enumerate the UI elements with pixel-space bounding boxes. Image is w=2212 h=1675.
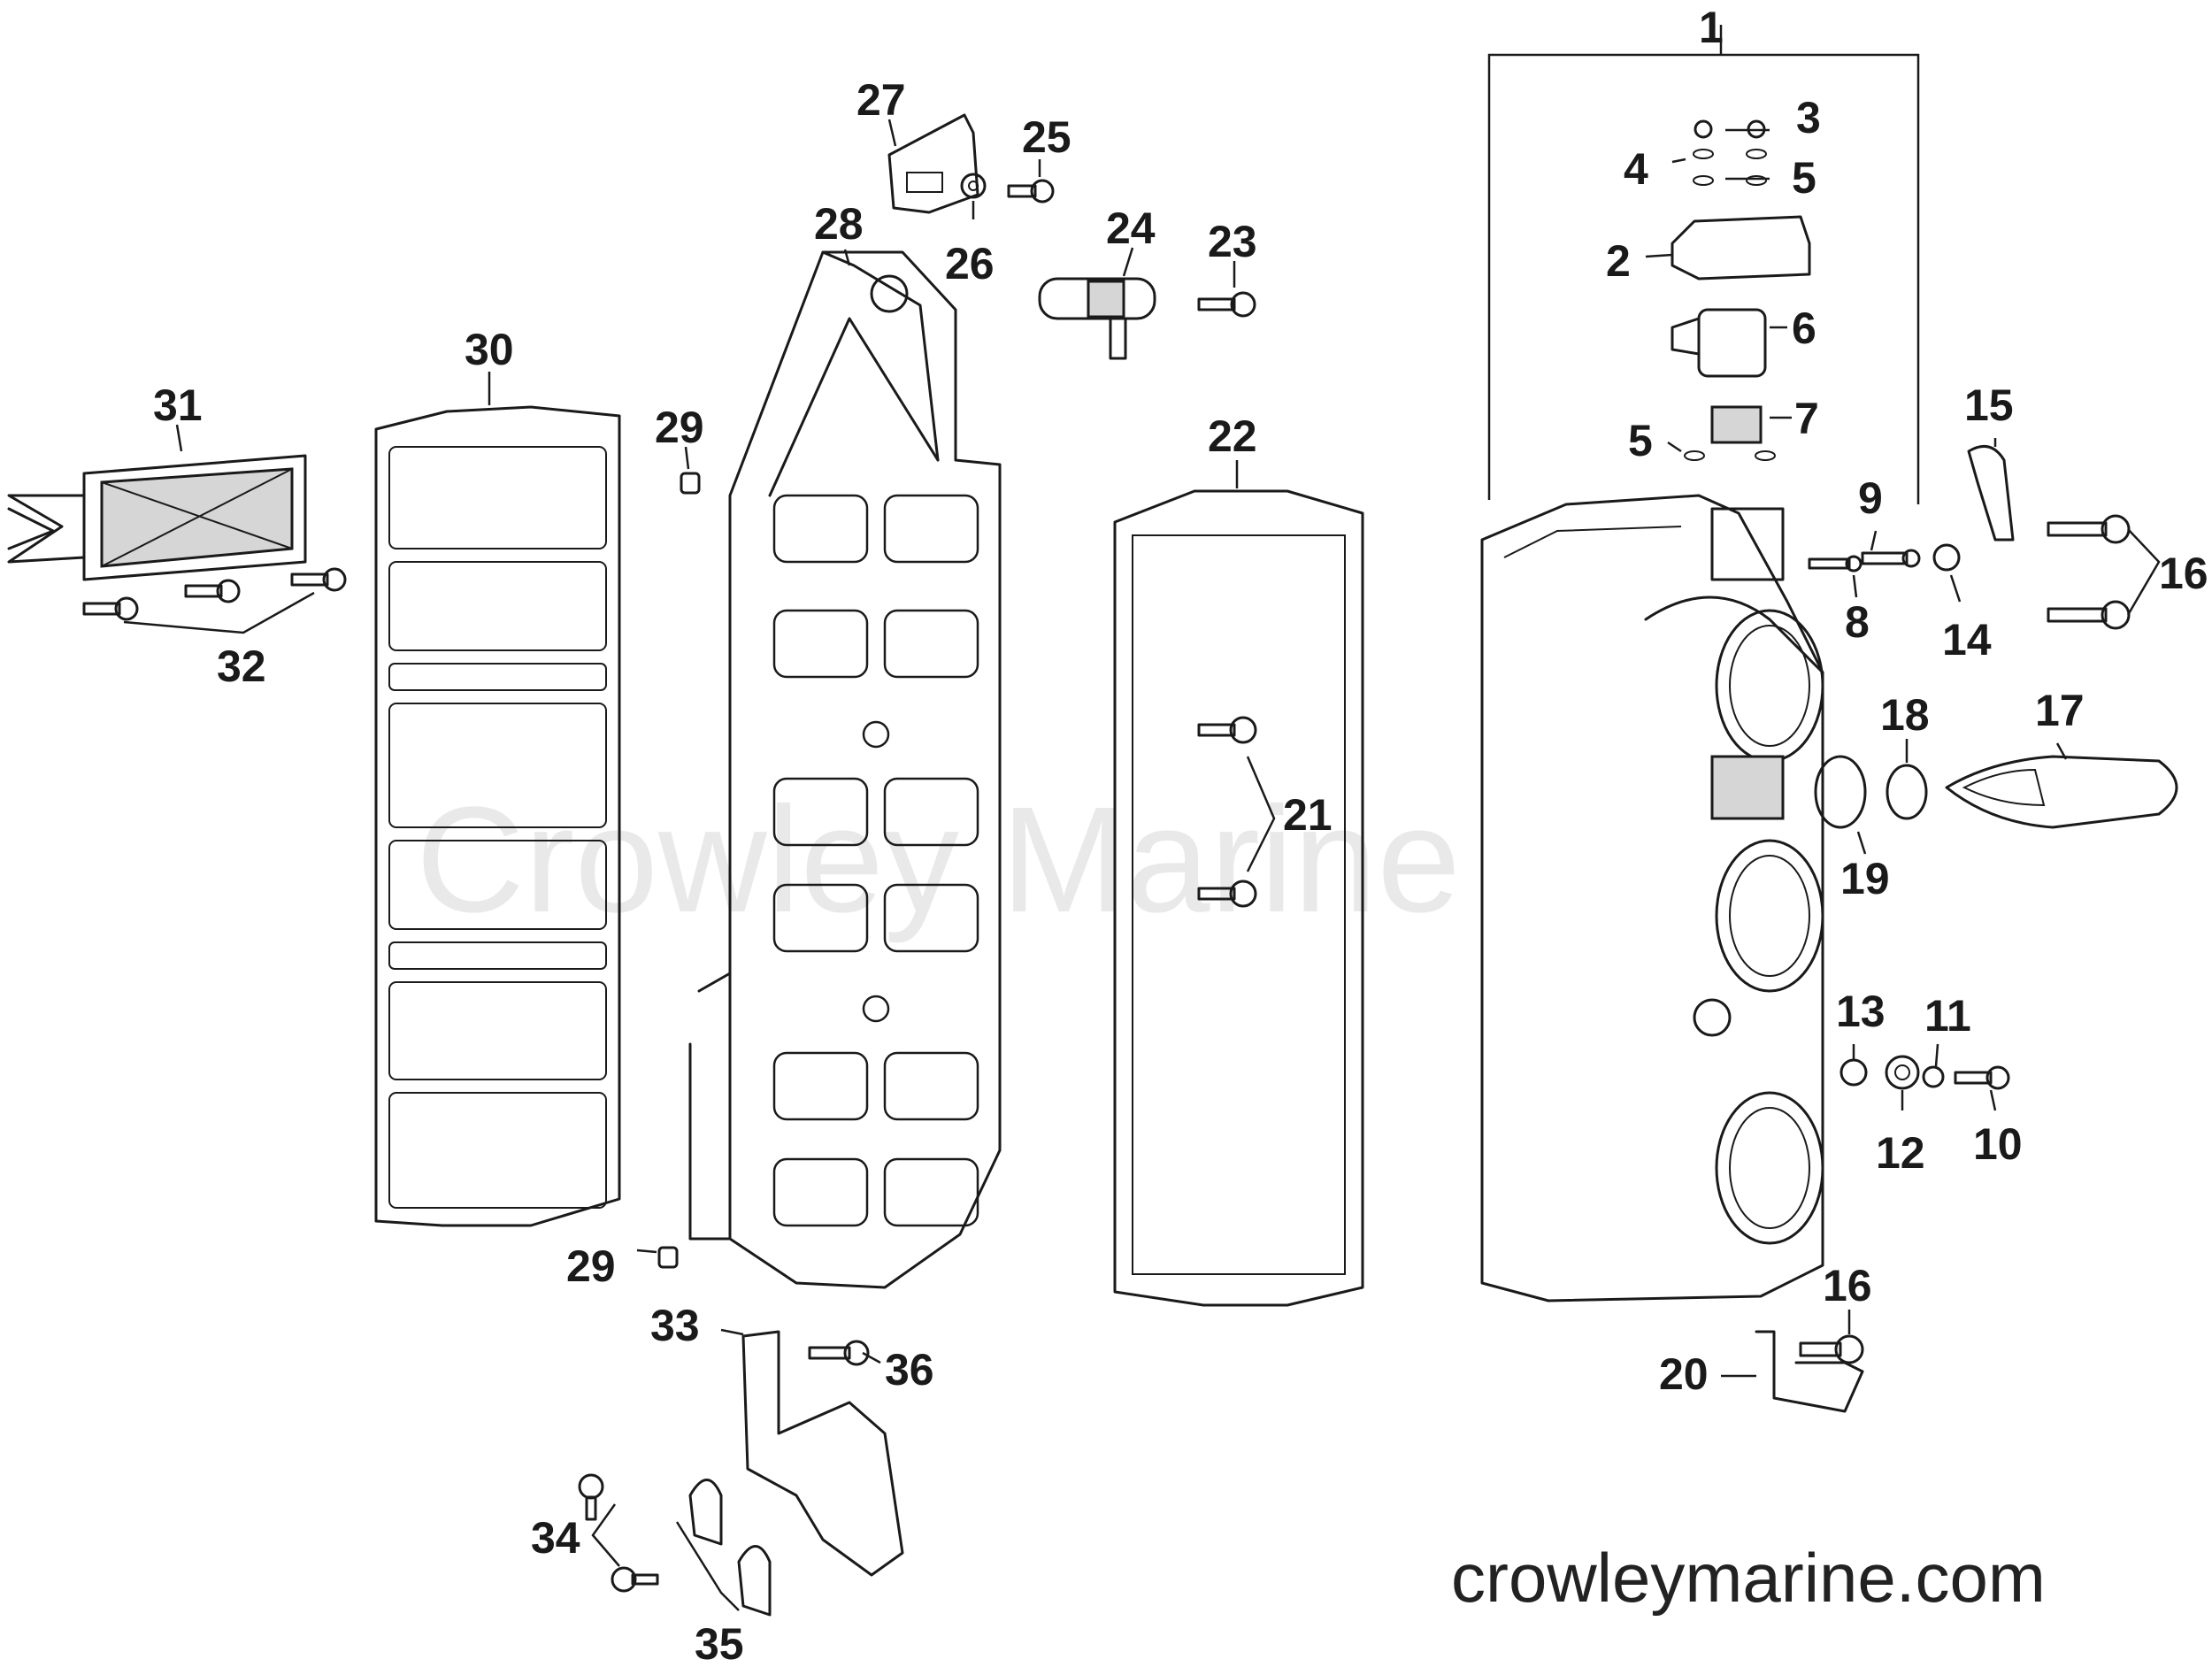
callout-5-lower: 5 bbox=[1628, 416, 1653, 465]
part-25-bolt bbox=[1007, 179, 1055, 204]
callout-12: 12 bbox=[1876, 1128, 1925, 1178]
part-16-bolts-upper bbox=[2047, 514, 2131, 630]
callout-19: 19 bbox=[1840, 854, 1890, 903]
part-34-bolts bbox=[578, 1473, 659, 1593]
part-10-bolt bbox=[1954, 1065, 2010, 1090]
part-19-clamp bbox=[1814, 755, 1867, 829]
callout-2: 2 bbox=[1606, 236, 1631, 286]
callout-32: 32 bbox=[217, 642, 266, 691]
part-4-washers bbox=[1693, 149, 1767, 159]
callout-23: 23 bbox=[1208, 217, 1257, 266]
callout-11: 11 bbox=[1924, 991, 1971, 1041]
part-31-reed-block bbox=[7, 454, 307, 581]
callout-14: 14 bbox=[1942, 615, 1992, 665]
part-20-bracket bbox=[1755, 1330, 1864, 1413]
part-26-washer bbox=[960, 173, 987, 199]
callout-6: 6 bbox=[1792, 303, 1816, 353]
callout-27: 27 bbox=[856, 75, 906, 125]
callout-36: 36 bbox=[885, 1345, 934, 1395]
callout-9: 9 bbox=[1858, 473, 1883, 523]
callout-3: 3 bbox=[1796, 93, 1821, 142]
part-5-washers-top bbox=[1693, 175, 1767, 186]
part-36-bolt bbox=[808, 1340, 870, 1366]
part-27-bracket bbox=[887, 113, 979, 214]
callout-29-upper: 29 bbox=[655, 403, 704, 452]
callout-31: 31 bbox=[153, 380, 203, 430]
callout-1: 1 bbox=[1699, 3, 1724, 52]
leader-lines bbox=[123, 25, 2161, 1611]
part-28-intake-manifold bbox=[688, 250, 1002, 1289]
part-1-throttle-body bbox=[1480, 494, 1824, 1302]
part-16-bolt-lower bbox=[1799, 1334, 1864, 1364]
callout-7: 7 bbox=[1794, 394, 1819, 443]
callout-4: 4 bbox=[1624, 144, 1648, 194]
part-23-bolt bbox=[1197, 291, 1256, 318]
callout-17: 17 bbox=[2035, 686, 2085, 735]
part-7-bushing bbox=[1710, 405, 1763, 444]
part-12-spacer bbox=[1885, 1055, 1920, 1090]
part-33-bracket bbox=[741, 1330, 904, 1577]
callout-26: 26 bbox=[945, 239, 995, 288]
part-22-gasket bbox=[1113, 489, 1364, 1307]
part-29-plug-top bbox=[680, 472, 701, 495]
callout-28: 28 bbox=[814, 199, 864, 249]
watermark-text: Crowley Marine bbox=[416, 776, 1461, 944]
callout-35: 35 bbox=[695, 1619, 744, 1669]
callout-30: 30 bbox=[465, 325, 514, 374]
part-13-grommet bbox=[1839, 1058, 1868, 1087]
part-2-sensor bbox=[1671, 215, 1811, 280]
callout-33: 33 bbox=[650, 1301, 700, 1350]
site-url: crowleymarine.com bbox=[1451, 1539, 2046, 1617]
part-8-screw bbox=[1808, 555, 1863, 572]
callout-10: 10 bbox=[1973, 1119, 2023, 1169]
callout-25: 25 bbox=[1022, 112, 1071, 162]
part-24-sensor bbox=[1038, 277, 1156, 360]
callout-24: 24 bbox=[1106, 204, 1156, 253]
part-29-plug-bottom bbox=[657, 1246, 679, 1269]
callout-29-lower: 29 bbox=[566, 1241, 616, 1291]
callout-8: 8 bbox=[1845, 597, 1870, 647]
part-5-washers-bottom bbox=[1684, 450, 1776, 461]
part-9-screw bbox=[1861, 549, 1921, 568]
part-21-bolts bbox=[1197, 716, 1257, 908]
callout-5-upper: 5 bbox=[1792, 153, 1816, 203]
part-35-clamps bbox=[688, 1479, 772, 1617]
callout-34: 34 bbox=[531, 1513, 580, 1563]
part-11-washer bbox=[1922, 1065, 1945, 1088]
part-32-screws bbox=[82, 567, 347, 621]
part-15-clamp bbox=[1967, 444, 2015, 542]
part-17-sleeve bbox=[1945, 755, 2178, 829]
callout-labels: 1 2 3 4 5 5 6 7 8 9 10 11 12 13 14 15 16… bbox=[153, 3, 2208, 1669]
part-18-ring bbox=[1886, 764, 1928, 820]
callout-21: 21 bbox=[1283, 790, 1333, 840]
callout-18: 18 bbox=[1880, 690, 1930, 740]
callout-16-lower: 16 bbox=[1823, 1261, 1872, 1310]
part-14-clip bbox=[1932, 543, 1961, 572]
callout-16-upper: 16 bbox=[2159, 549, 2208, 598]
callout-15: 15 bbox=[1964, 380, 2014, 430]
callout-13: 13 bbox=[1836, 987, 1886, 1036]
part-6-coupling bbox=[1671, 308, 1767, 378]
callout-22: 22 bbox=[1208, 411, 1257, 461]
callout-20: 20 bbox=[1659, 1349, 1709, 1399]
part-30-gasket bbox=[374, 405, 621, 1227]
